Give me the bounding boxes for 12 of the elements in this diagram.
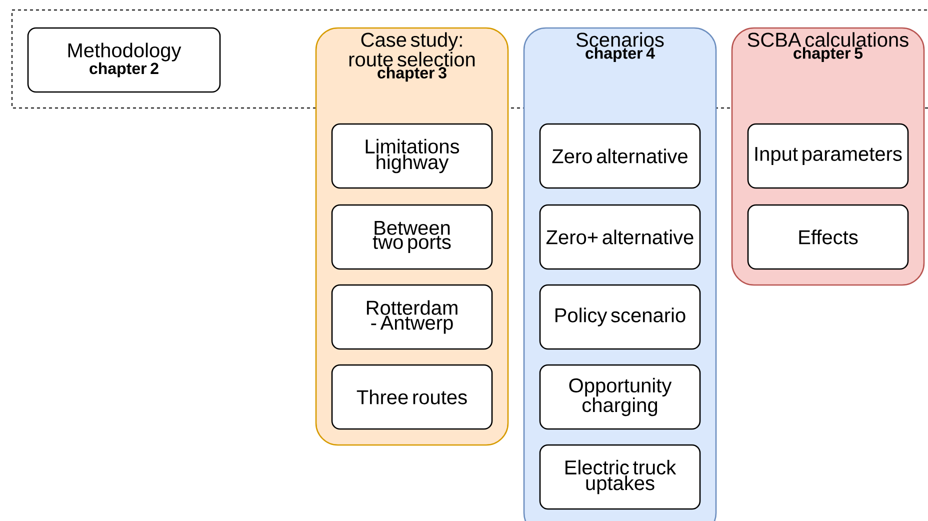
- text-box: Opportunity charging: [539, 364, 701, 430]
- text-box: Effects: [747, 204, 909, 270]
- text-box: Three routes: [331, 364, 493, 430]
- text-box: Policy scenario: [539, 284, 701, 350]
- text-box: Between two ports: [331, 204, 493, 270]
- text-box: Zero+ alternative: [539, 204, 701, 270]
- text-box: Limitations highway: [331, 123, 493, 189]
- text-box: Methodology chapter 2: [27, 27, 221, 93]
- text-box: Rotterdam - Antwerp: [331, 284, 493, 350]
- text-box: Electric truck uptakes: [539, 444, 701, 510]
- text-box: Input parameters: [747, 123, 909, 189]
- text-box: Zero alternative: [539, 123, 701, 189]
